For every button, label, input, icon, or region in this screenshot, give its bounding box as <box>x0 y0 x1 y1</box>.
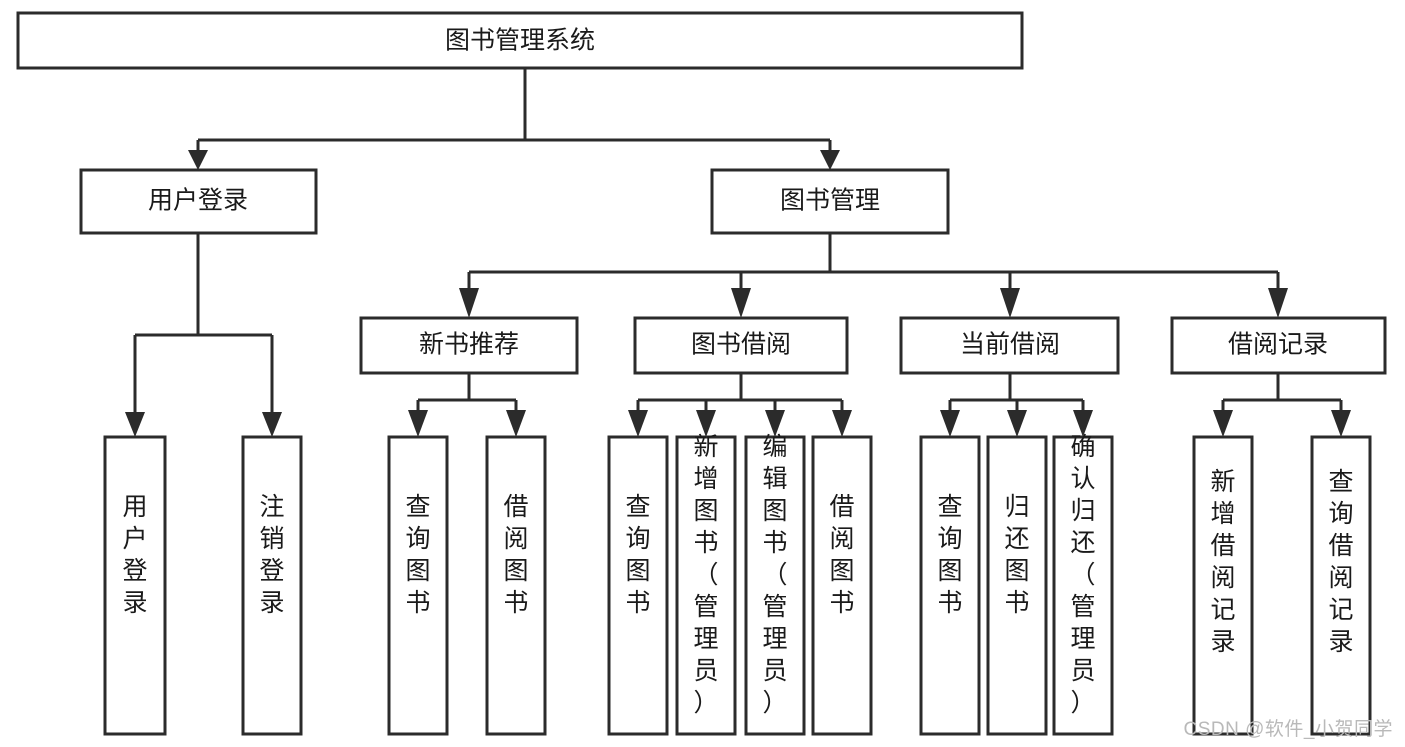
node-book-borrow-box[interactable] <box>633 316 849 375</box>
arrow-borrow-l3 <box>765 410 785 437</box>
arrow-user-leaf1 <box>125 412 145 437</box>
leaf-record-add[interactable]: 新增借阅记录 <box>1192 435 1254 736</box>
leaf-borrow-edit-book-label: 编辑图书（管理员） <box>762 433 787 717</box>
leaf-borrow-query-book-label: 查询图书 <box>625 493 650 617</box>
arrow-book-c2 <box>731 288 751 318</box>
node-book-management[interactable]: 图书管理 <box>710 168 950 235</box>
arrow-current-l2 <box>1007 410 1027 437</box>
leaf-borrow-borrow-book[interactable]: 借阅图书 <box>811 435 873 736</box>
arrow-book-c3 <box>1000 288 1020 318</box>
node-book-management-box[interactable] <box>710 168 950 235</box>
leaf-borrow-borrow-book-box[interactable] <box>811 435 873 736</box>
node-borrow-record-label: 借阅记录 <box>1228 331 1328 359</box>
node-current-borrow-label: 当前借阅 <box>960 331 1060 359</box>
leaf-current-confirm-return-label: 确认归还（管理员） <box>1070 433 1095 717</box>
node-new-book-recommend[interactable]: 新书推荐 <box>359 316 579 375</box>
leaf-current-return-book-label: 归还图书 <box>1004 493 1029 617</box>
arrow-root-to-book <box>820 150 840 170</box>
leaf-current-query-book-box[interactable] <box>919 435 981 736</box>
leaf-current-return-book[interactable]: 归还图书 <box>986 435 1048 736</box>
leaf-record-add-label: 新增借阅记录 <box>1210 468 1235 656</box>
leaf-user-login-1[interactable]: 用户登录 <box>103 435 167 736</box>
leaf-current-return-book-box[interactable] <box>986 435 1048 736</box>
leaf-user-logout-box[interactable] <box>241 435 303 736</box>
node-borrow-record-box[interactable] <box>1170 316 1387 375</box>
node-new-book-recommend-label: 新书推荐 <box>419 331 519 359</box>
leaf-borrow-query-book-box[interactable] <box>607 435 669 736</box>
leaf-recommend-borrow-book-box[interactable] <box>485 435 547 736</box>
node-root-label: 图书管理系统 <box>445 27 595 55</box>
arrow-current-l3 <box>1073 410 1093 437</box>
node-user-login[interactable]: 用户登录 <box>79 168 318 235</box>
leaf-user-login-1-box[interactable] <box>103 435 167 736</box>
leaf-current-query-book-label: 查询图书 <box>937 493 962 617</box>
leaf-current-confirm-return[interactable]: 确认归还（管理员） <box>1052 433 1114 736</box>
leaf-record-query-label: 查询借阅记录 <box>1328 468 1353 656</box>
arrow-borrow-l4 <box>832 410 852 437</box>
arrow-record-l1 <box>1213 410 1233 437</box>
node-user-login-label: 用户登录 <box>148 187 248 215</box>
node-current-borrow-box[interactable] <box>899 316 1120 375</box>
arrow-borrow-l2 <box>696 410 716 437</box>
arrow-current-l1 <box>940 410 960 437</box>
leaf-recommend-borrow-book[interactable]: 借阅图书 <box>485 435 547 736</box>
leaf-record-query-box[interactable] <box>1310 435 1372 736</box>
leaf-user-logout[interactable]: 注销登录 <box>241 435 303 736</box>
node-root-box[interactable] <box>16 11 1024 70</box>
node-borrow-record[interactable]: 借阅记录 <box>1170 316 1387 375</box>
node-book-borrow[interactable]: 图书借阅 <box>633 316 849 375</box>
leaf-user-login-1-label: 用户登录 <box>122 493 147 617</box>
node-new-book-recommend-box[interactable] <box>359 316 579 375</box>
leaf-recommend-query-book-label: 查询图书 <box>405 493 430 617</box>
arrow-user-leaf2 <box>262 412 282 437</box>
arrow-borrow-l1 <box>628 410 648 437</box>
leaf-current-query-book[interactable]: 查询图书 <box>919 435 981 736</box>
leaf-borrow-edit-book[interactable]: 编辑图书（管理员） <box>744 433 806 736</box>
leaf-borrow-add-book[interactable]: 新增图书（管理员） <box>675 433 737 736</box>
leaf-borrow-edit-book-box[interactable] <box>744 435 806 736</box>
leaf-recommend-query-book[interactable]: 查询图书 <box>387 435 449 736</box>
arrow-root-to-user <box>188 150 208 170</box>
node-root-system[interactable]: 图书管理系统 <box>16 11 1024 70</box>
leaf-borrow-borrow-book-label: 借阅图书 <box>829 493 854 617</box>
leaf-recommend-query-book-box[interactable] <box>387 435 449 736</box>
leaf-borrow-query-book[interactable]: 查询图书 <box>607 435 669 736</box>
leaf-record-query[interactable]: 查询借阅记录 <box>1310 435 1372 736</box>
node-current-borrow[interactable]: 当前借阅 <box>899 316 1120 375</box>
leaf-user-logout-label: 注销登录 <box>259 493 284 617</box>
arrow-record-l2 <box>1331 410 1351 437</box>
connector-layer <box>125 68 1351 437</box>
node-book-borrow-label: 图书借阅 <box>691 331 791 359</box>
arrow-book-c1 <box>459 288 479 318</box>
leaf-record-add-box[interactable] <box>1192 435 1254 736</box>
leaf-current-confirm-return-box[interactable] <box>1052 435 1114 736</box>
leaf-recommend-borrow-book-label: 借阅图书 <box>503 493 528 617</box>
node-book-management-label: 图书管理 <box>780 187 880 215</box>
arrow-recommend-l1 <box>408 410 428 437</box>
node-user-login-box[interactable] <box>79 168 318 235</box>
leaf-borrow-add-book-box[interactable] <box>675 435 737 736</box>
arrow-recommend-l2 <box>506 410 526 437</box>
arrow-book-c4 <box>1268 288 1288 318</box>
leaf-borrow-add-book-label: 新增图书（管理员） <box>693 433 718 717</box>
